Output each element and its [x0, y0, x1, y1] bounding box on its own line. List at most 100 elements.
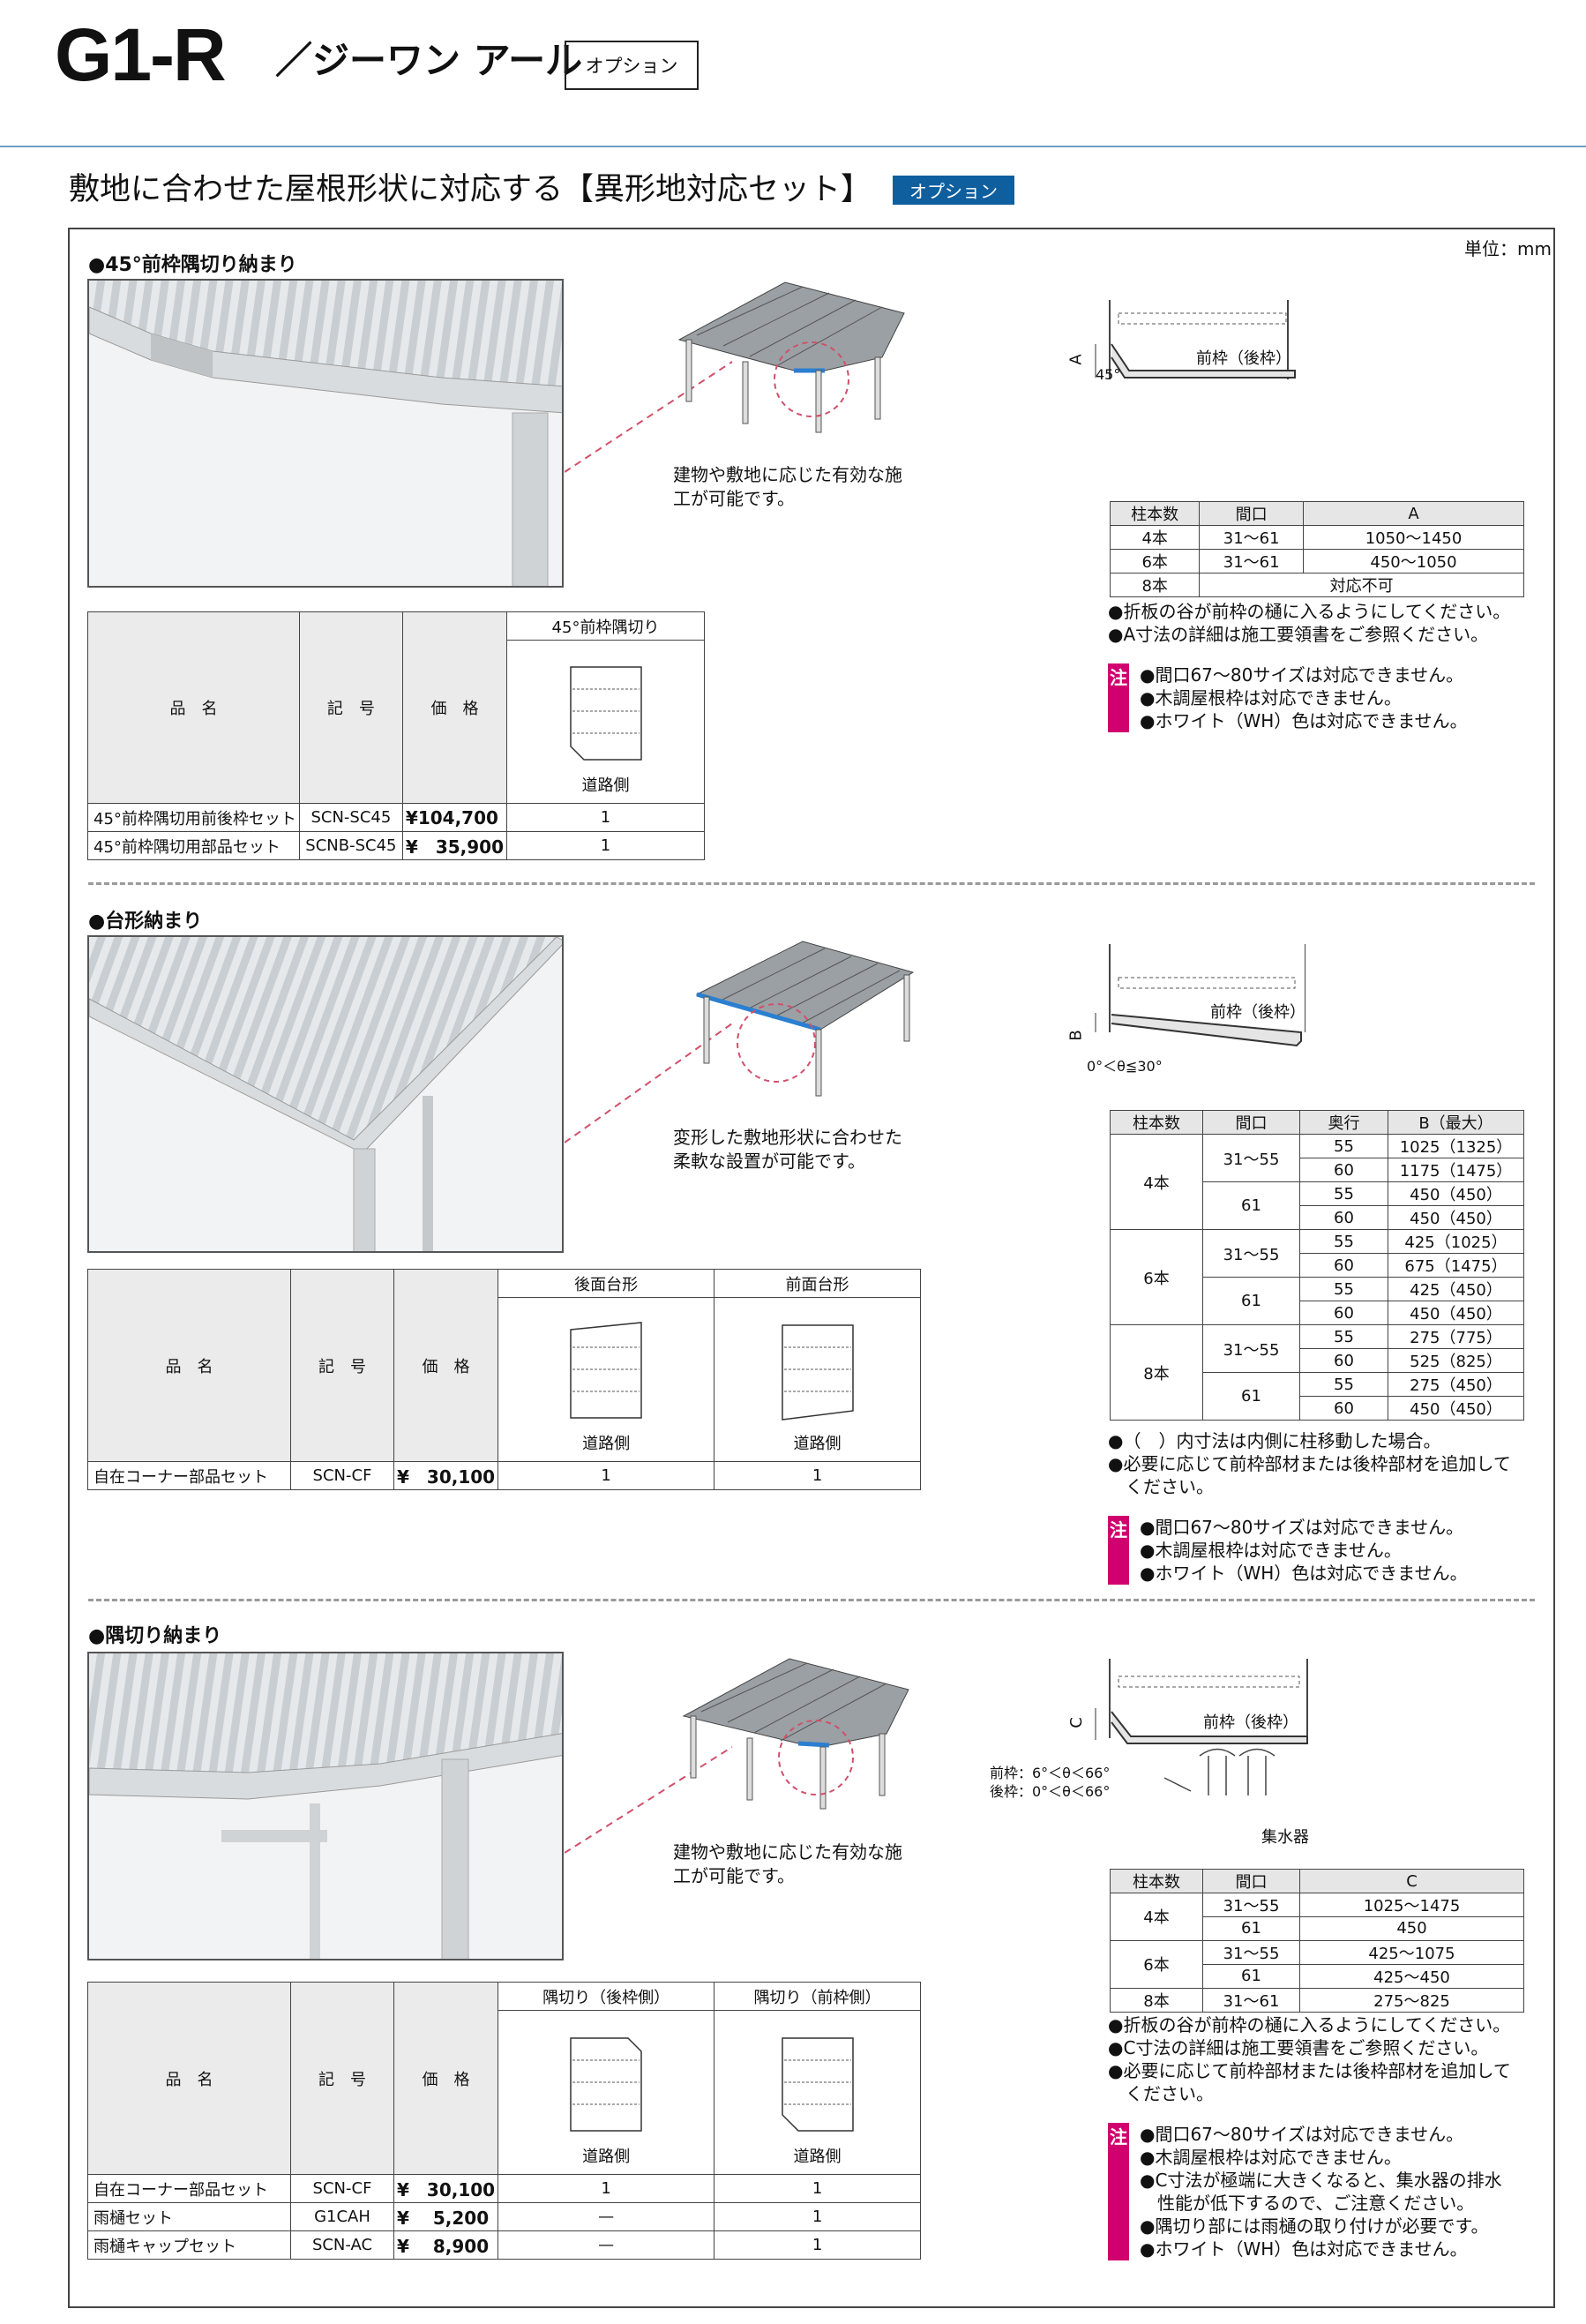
s1-carport-diagram [677, 281, 905, 433]
option-badge: オプション [893, 176, 1014, 205]
col-name: 品 名 [87, 1982, 291, 2175]
cell: 61 [1202, 1963, 1300, 1989]
cell: 1050～1450 [1303, 525, 1524, 550]
cell: 55 [1299, 1277, 1388, 1301]
row-price: ¥ 35,900 [401, 831, 508, 860]
s1-cautions: ●間口67～80サイズは対応できません。 ●木調屋根枠は対応できません。 ●ホワ… [1140, 663, 1468, 732]
s1-frame-label: 前枠（後枠） [1196, 349, 1291, 368]
row-qty: 1 [506, 803, 705, 832]
col-code: 記 号 [298, 611, 403, 804]
cell: 4本 [1110, 1893, 1203, 1941]
s3-caption-line: 工が可能です。 [673, 1865, 795, 1886]
row-price: ¥104,700 [401, 803, 508, 832]
road-side-label: 道路側 [582, 1435, 631, 1453]
s3-note: ●C寸法の詳細は施工要領書をご参照ください。 [1108, 2037, 1489, 2058]
s2-notes: ●（ ）内寸法は内側に柱移動した場合。 ●必要に応じて前枠部材または後枠部材を追… [1108, 1429, 1511, 1498]
s1-caption-line: 工が可能です。 [673, 488, 795, 509]
row-name: 45°前枠隅切用前後枠セット [87, 803, 300, 832]
s1-caution: ●間口67～80サイズは対応できません。 [1140, 664, 1464, 686]
variant-diagram: 道路側 [714, 1297, 921, 1462]
s2-carport-diagram [695, 941, 915, 1097]
variant-header: 後面台形 [497, 1269, 715, 1298]
cell: 450（450） [1388, 1181, 1524, 1206]
cell: 60 [1299, 1348, 1388, 1373]
cell: 450（450） [1388, 1205, 1524, 1230]
cell: 425（450） [1388, 1277, 1524, 1301]
cell: 6本 [1110, 1939, 1203, 1989]
row-name: 自在コーナー部品セット [87, 2174, 291, 2203]
s3-angle-front: 前枠：6°＜θ＜66° [990, 1765, 1111, 1781]
variant-header: 隅切り（後枠側） [497, 1982, 715, 2011]
page-subtitle: ／ジーワン アール [275, 39, 583, 82]
cell: 6本 [1110, 1229, 1203, 1325]
cell: 450（450） [1388, 1396, 1524, 1421]
s2-heading: ●台形納まり [88, 911, 203, 933]
row-qty: 1 [497, 1461, 715, 1490]
cell: 8本 [1110, 1987, 1203, 2013]
h: 間口 [1202, 1869, 1300, 1893]
row-price: ¥ 8,900 [393, 2230, 499, 2260]
header-rule [0, 146, 1586, 147]
col-code: 記 号 [290, 1982, 394, 2175]
cell: 1175（1475） [1388, 1158, 1524, 1182]
s2-angle-label: 0°＜θ≦30° [1087, 1058, 1163, 1075]
cell: 31～55 [1202, 1893, 1300, 1917]
s2-note: ください。 [1108, 1476, 1214, 1497]
s3-note: ●必要に応じて前枠部材または後枠部材を追加して [1108, 2060, 1511, 2081]
cell: 31～55 [1202, 1939, 1300, 1965]
row-name: 雨樋キャップセット [87, 2230, 291, 2260]
s3-caution: ●木調屋根枠は対応できません。 [1140, 2147, 1402, 2168]
s2-cautions: ●間口67～80サイズは対応できません。 ●木調屋根枠は対応できません。 ●ホワ… [1140, 1516, 1468, 1585]
s3-note: ●折板の谷が前枠の樋に入るようにしてください。 [1108, 2014, 1511, 2035]
cell: 55 [1299, 1372, 1388, 1397]
h: 奥行 [1299, 1110, 1388, 1135]
s3-dim-label: C [1066, 1717, 1086, 1728]
s3-carport-diagram [682, 1658, 909, 1810]
row-price: ¥ 30,100 [393, 1461, 499, 1490]
h: 柱本数 [1110, 1110, 1203, 1135]
cell: 450（450） [1388, 1301, 1524, 1325]
s1-caution: ●ホワイト（WH）色は対応できません。 [1140, 710, 1468, 731]
s3-cautions: ●間口67～80サイズは対応できません。 ●木調屋根枠は対応できません。 ●C寸… [1140, 2123, 1502, 2260]
s1-caption-line: 建物や敷地に応じた有効な施 [673, 464, 902, 485]
row-price: ¥ 5,200 [393, 2202, 499, 2231]
unit-label: 単位：mm [1464, 238, 1552, 259]
variant-header: 45°前枠隅切り [506, 611, 705, 641]
cell: 425（1025） [1388, 1229, 1524, 1254]
cell: 55 [1299, 1229, 1388, 1254]
s3-caution: ●間口67～80サイズは対応できません。 [1140, 2124, 1464, 2145]
s1-notes: ●折板の谷が前枠の樋に入るようにしてください。 ●A寸法の詳細は施工要領書をご参… [1108, 600, 1510, 646]
cell: 525（825） [1388, 1348, 1524, 1373]
cell: 8本 [1110, 1324, 1203, 1421]
variant-diagram: 道路側 [506, 640, 705, 804]
row-qty: 1 [506, 831, 705, 860]
road-side-label: 道路側 [793, 2148, 842, 2166]
s2-caution: ●木調屋根枠は対応できません。 [1140, 1540, 1402, 1561]
s3-frame-label: 前枠（後枠） [1203, 1713, 1298, 1732]
cell: 61 [1202, 1181, 1300, 1230]
row-price: ¥ 30,100 [393, 2174, 499, 2203]
cell: 60 [1299, 1158, 1388, 1182]
plan-shape-icon [569, 666, 642, 761]
cell: 60 [1299, 1301, 1388, 1325]
row-qty: 1 [714, 1461, 921, 1490]
cell: 61 [1202, 1916, 1300, 1941]
s3-caution-mark: 注 [1108, 2123, 1129, 2260]
s1-photo-illustration [89, 281, 562, 586]
row-code: SCN-CF [290, 1461, 394, 1490]
s1-caption: 建物や敷地に応じた有効な施 工が可能です。 [673, 463, 902, 511]
cell: 425～1075 [1299, 1939, 1524, 1965]
s3-collector-label: 集水器 [1261, 1828, 1309, 1847]
s3-leader-line [565, 1746, 733, 1854]
s2-caution: ●間口67～80サイズは対応できません。 [1140, 1517, 1464, 1538]
s2-caution: ●ホワイト（WH）色は対応できません。 [1140, 1563, 1468, 1584]
cell: 対応不可 [1199, 573, 1524, 597]
row-qty: — [497, 2230, 715, 2260]
s2-photo [87, 935, 564, 1253]
cell: 60 [1299, 1253, 1388, 1278]
plan-shape-icon [781, 2037, 854, 2132]
s1-note: ●A寸法の詳細は施工要領書をご参照ください。 [1108, 624, 1489, 645]
cell: 31～55 [1202, 1134, 1300, 1182]
s1-dim-label: A [1066, 354, 1086, 365]
